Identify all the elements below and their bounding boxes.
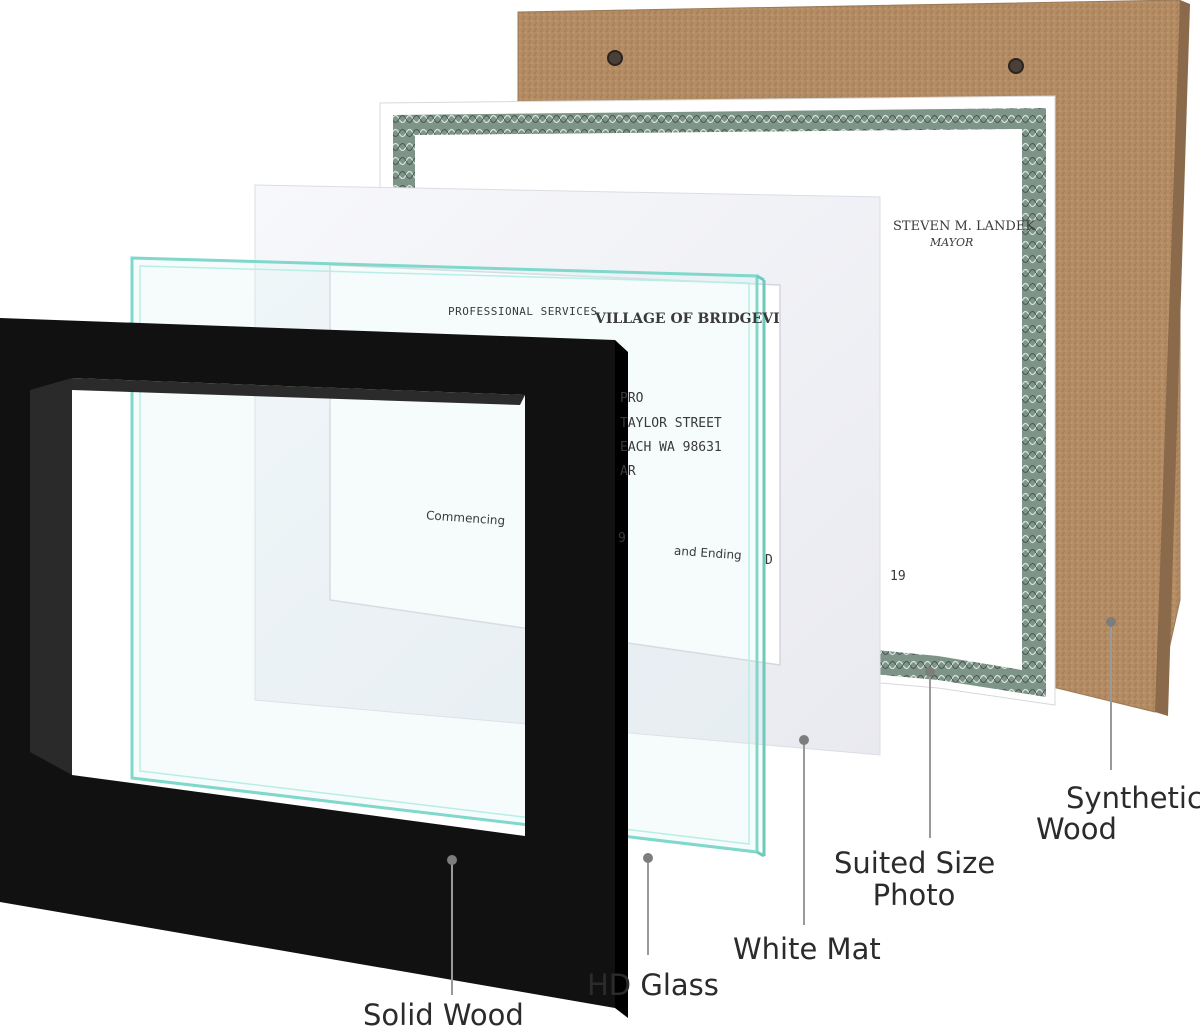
label-white-mat: White Mat <box>733 932 881 966</box>
label-photo-line2: Photo <box>872 878 956 912</box>
cert-signer-title: MAYOR <box>930 236 974 249</box>
cert-line-1: PRO <box>620 391 644 406</box>
cert-line-4: AR <box>620 464 636 479</box>
cert-date-end-tail: 19 <box>890 569 906 584</box>
cert-heading-right: VILLAGE OF BRIDGEVI <box>595 311 780 327</box>
cert-heading-left: PROFESSIONAL SERVICES <box>448 305 598 318</box>
backing-hole-left <box>607 50 623 66</box>
dot-backing <box>1106 617 1116 627</box>
wood-frame <box>0 318 615 1008</box>
label-backing-line1: Synthetic <box>1066 781 1200 815</box>
label-hd-glass: HD Glass <box>587 968 719 1002</box>
label-photo-line1: Suited Size <box>834 846 996 880</box>
cert-date-end-head: D <box>765 553 773 568</box>
cert-line-3: EACH WA 98631 <box>620 440 722 455</box>
cert-line-2: TAYLOR STREET <box>620 416 722 431</box>
cert-date-start: 9 <box>618 531 626 546</box>
dot-hd-glass <box>643 853 653 863</box>
dot-white-mat <box>799 735 809 745</box>
label-solid-wood: Solid Wood <box>363 998 524 1032</box>
cert-signer: STEVEN M. LANDEK <box>893 219 1036 234</box>
dot-solid-wood <box>447 855 457 865</box>
dot-photo <box>925 667 935 677</box>
backing-hole-right <box>1008 58 1024 74</box>
label-backing-line2: Wood <box>1036 812 1117 846</box>
